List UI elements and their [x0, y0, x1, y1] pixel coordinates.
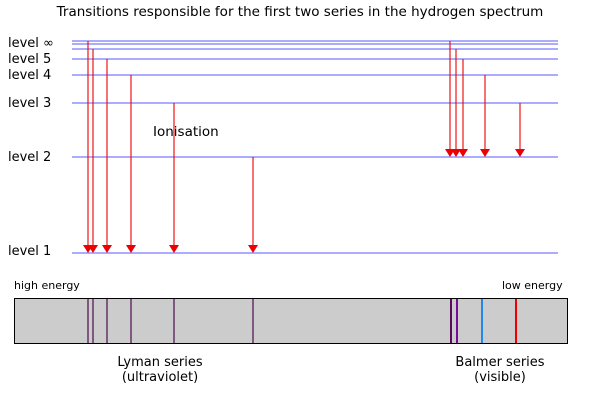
level-2-label: level 2 — [8, 150, 52, 165]
lyman-transitions — [83, 41, 258, 253]
level-infinity-label: level ∞ — [8, 36, 54, 51]
low-energy-label: low energy — [502, 279, 563, 292]
balmer-series-region: (visible) — [474, 370, 526, 385]
level-4-label: level 4 — [8, 68, 52, 83]
level-3-label: level 3 — [8, 96, 52, 111]
balmer-transitions — [445, 41, 525, 157]
spectrum-strip — [14, 298, 568, 344]
spectrum-background — [14, 298, 568, 344]
energy-levels — [72, 40, 558, 254]
ionisation-label: Ionisation — [153, 124, 219, 140]
level-1-label: level 1 — [8, 244, 52, 259]
balmer-series-caption: Balmer series (visible) — [435, 355, 565, 385]
high-energy-label: high energy — [14, 279, 80, 292]
diagram-title: Transitions responsible for the first tw… — [56, 4, 544, 20]
lyman-series-caption: Lyman series (ultraviolet) — [95, 355, 225, 385]
lyman-series-region: (ultraviolet) — [121, 370, 199, 385]
balmer-spectral-lines — [450, 299, 517, 343]
level-5-label: level 5 — [8, 52, 52, 67]
balmer-series-name: Balmer series — [455, 355, 545, 370]
lyman-series-name: Lyman series — [117, 355, 203, 370]
lyman-spectral-lines — [87, 299, 254, 343]
